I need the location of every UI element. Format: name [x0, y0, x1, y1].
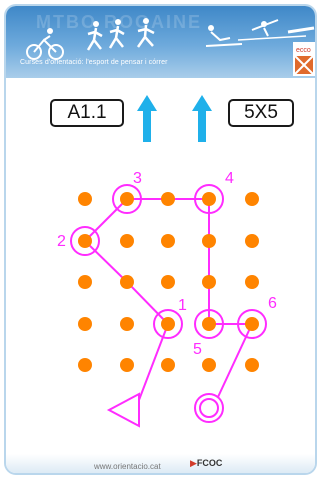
grid-dot: [78, 358, 92, 372]
control-circle: [112, 184, 142, 214]
sports-silhouettes-icon: [26, 18, 315, 60]
dot-grid: [78, 192, 259, 372]
grid-dot: [245, 358, 259, 372]
grid-dot: [245, 275, 259, 289]
exercise-card: MTBO ROGAINE: [4, 4, 317, 475]
grid-dot: [120, 317, 134, 331]
fcoc-logo-icon: ▶FCOC: [190, 458, 223, 468]
north-arrow-icon: [192, 95, 212, 142]
grid-dot: [161, 317, 175, 331]
control-circle: [153, 309, 183, 339]
grid-dot: [202, 192, 216, 206]
header-banner: MTBO ROGAINE: [6, 6, 315, 78]
control-number: 5: [193, 341, 202, 358]
grid-dot: [202, 317, 216, 331]
footer-url: www.orientacio.cat: [94, 462, 161, 471]
control-circle: [194, 309, 224, 339]
grid-dot: [161, 192, 175, 206]
grid-dot: [78, 317, 92, 331]
grid-dot: [245, 234, 259, 248]
grid-dot: [202, 275, 216, 289]
header-subtitle: Curses d'orientació: l'esport de pensar …: [20, 59, 168, 66]
grid-dot: [161, 234, 175, 248]
grid-dot: [245, 192, 259, 206]
start-triangle-icon: [106, 392, 140, 428]
grid-size-label: 5X5: [228, 99, 294, 127]
north-arrow-icon: [137, 95, 157, 142]
control-points: 1 2 3 4 5 6: [57, 170, 277, 358]
footer-bar: [6, 454, 315, 473]
corner-logo-text: ecco: [296, 47, 311, 54]
grid-dot: [78, 234, 92, 248]
footer-logo-text: FCOC: [196, 458, 223, 468]
control-circle: [237, 309, 267, 339]
grid-dot: [120, 234, 134, 248]
corner-logo: ecco: [293, 42, 315, 76]
grid-dot: [78, 192, 92, 206]
control-circle: [70, 226, 100, 256]
grid-dot: [120, 275, 134, 289]
control-number: 2: [57, 233, 66, 250]
grid-dot: [120, 192, 134, 206]
grid-dot: [245, 317, 259, 331]
control-number: 3: [133, 170, 142, 187]
grid-dot: [120, 358, 134, 372]
ecco-logo-icon: ecco: [294, 44, 314, 75]
grid-dot: [161, 358, 175, 372]
grid-dot: [161, 275, 175, 289]
control-number: 4: [225, 170, 234, 187]
control-circle: [194, 184, 224, 214]
route-segment: [84, 240, 128, 283]
route-segment: [84, 198, 128, 242]
exercise-code-label: A1.1: [50, 99, 124, 127]
control-number: 6: [268, 295, 277, 312]
finish-circle-icon: [194, 393, 224, 423]
route-segment: [126, 281, 169, 325]
grid-dot: [202, 234, 216, 248]
control-number: 1: [178, 297, 187, 314]
grid-dot: [202, 358, 216, 372]
grid-dot: [78, 275, 92, 289]
